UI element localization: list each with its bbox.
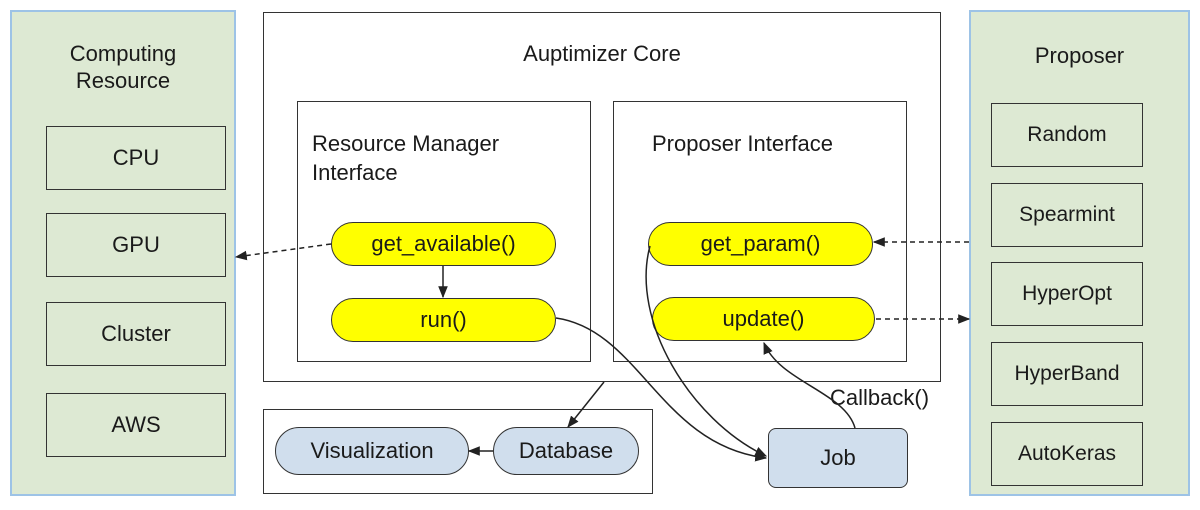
proposer-spearmint: Spearmint bbox=[991, 183, 1143, 247]
visualization-node: Visualization bbox=[275, 427, 469, 475]
database-node: Database bbox=[493, 427, 639, 475]
resource-manager-interface-title: Resource Manager Interface bbox=[312, 129, 499, 187]
computing-resource-title-line2: Resource bbox=[75, 68, 171, 93]
get-available-method: get_available() bbox=[331, 222, 556, 266]
get-param-to-job-arrow bbox=[645, 245, 768, 457]
get-available-to-gpu-arrow bbox=[234, 243, 332, 261]
proposer-hyperband: HyperBand bbox=[991, 342, 1143, 406]
proposer-title: Proposer bbox=[1034, 43, 1125, 68]
auptimizer-core-title: Auptimizer Core bbox=[523, 41, 681, 66]
resource-cpu: CPU bbox=[46, 126, 226, 190]
resource-manager-title-line2: Interface bbox=[312, 160, 398, 185]
proposer-autokeras: AutoKeras bbox=[991, 422, 1143, 486]
resource-gpu: GPU bbox=[46, 213, 226, 277]
resource-manager-title-line1: Resource Manager bbox=[312, 131, 500, 156]
get-param-method: get_param() bbox=[648, 222, 873, 266]
computing-resource-title-line1: Computing bbox=[69, 41, 177, 66]
callback-label: Callback() bbox=[830, 383, 932, 412]
proposer-random: Random bbox=[991, 103, 1143, 167]
update-method: update() bbox=[652, 297, 875, 341]
resource-cluster: Cluster bbox=[46, 302, 226, 366]
computing-resource-panel: Computing Resource CPU GPU Cluster AWS bbox=[10, 10, 236, 496]
job-node: Job bbox=[768, 428, 908, 488]
core-to-database-arrow bbox=[567, 381, 605, 428]
proposer-panel: Proposer Random Spearmint HyperOpt Hyper… bbox=[969, 10, 1190, 496]
callback-arrow bbox=[763, 341, 856, 429]
job-label: Job bbox=[820, 445, 856, 470]
proposer-interface-title: Proposer Interface bbox=[652, 131, 833, 156]
proposer-hyperopt: HyperOpt bbox=[991, 262, 1143, 326]
run-to-job-arrow bbox=[555, 317, 768, 462]
run-method: run() bbox=[331, 298, 556, 342]
resource-aws: AWS bbox=[46, 393, 226, 457]
computing-resource-title: Computing Resource bbox=[12, 40, 234, 94]
